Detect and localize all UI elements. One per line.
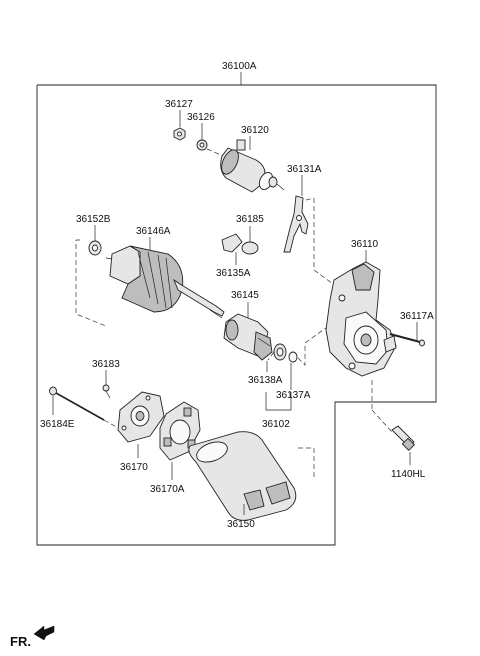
label-36131A: 36131A [287,164,322,175]
part-36135A-plunger [221,233,243,253]
label-36170A: 36170A [150,484,185,495]
part-36127-nut [173,127,186,141]
fr-arrow-icon [33,625,55,641]
label-36152B: 36152B [76,214,111,225]
label-36127: 36127 [165,99,193,110]
label-36110: 36110 [351,239,379,250]
part-36110-front-housing [325,261,397,377]
label-36146A: 36146A [136,226,171,237]
part-36183-screw [102,384,111,399]
part-36150-yoke [188,431,315,521]
part-36131A-lever [283,195,334,285]
label-36100A: 36100A [222,61,257,72]
assembly-frame [36,84,437,546]
label-36170: 36170 [120,462,148,473]
part-36184E-through-bolt [49,386,123,431]
label-36137A: 36137A [276,390,311,401]
part-36117A-bolt [389,333,425,347]
part-36145-clutch [223,313,273,361]
part-36137A-snap-ring [288,351,298,363]
part-36146A-armature [105,245,225,319]
part-36126-washer [196,139,208,151]
part-36185-spring-seat [241,241,259,255]
part-36138A-stop-ring [273,343,287,361]
label-36184E: 36184E [40,419,75,430]
part-36152B-washer [88,240,102,256]
part-1140HL-bolt [391,425,416,452]
label-36126: 36126 [187,112,215,123]
label-36102: 36102 [262,419,290,430]
part-36170-rear-cover [117,391,165,443]
label-36138A: 36138A [248,375,283,386]
label-36185: 36185 [236,214,264,225]
part-36170A-brush-holder [159,401,201,461]
label-36150: 36150 [227,519,255,530]
label-36183: 36183 [92,359,120,370]
fr-label: FR. [10,634,31,649]
label-1140HL: 1140HL [391,469,426,480]
label-36135A: 36135A [216,268,251,279]
label-36117A: 36117A [400,311,434,322]
label-36145: 36145 [231,290,259,301]
part-36120-solenoid [206,139,285,193]
label-36120: 36120 [241,125,269,136]
